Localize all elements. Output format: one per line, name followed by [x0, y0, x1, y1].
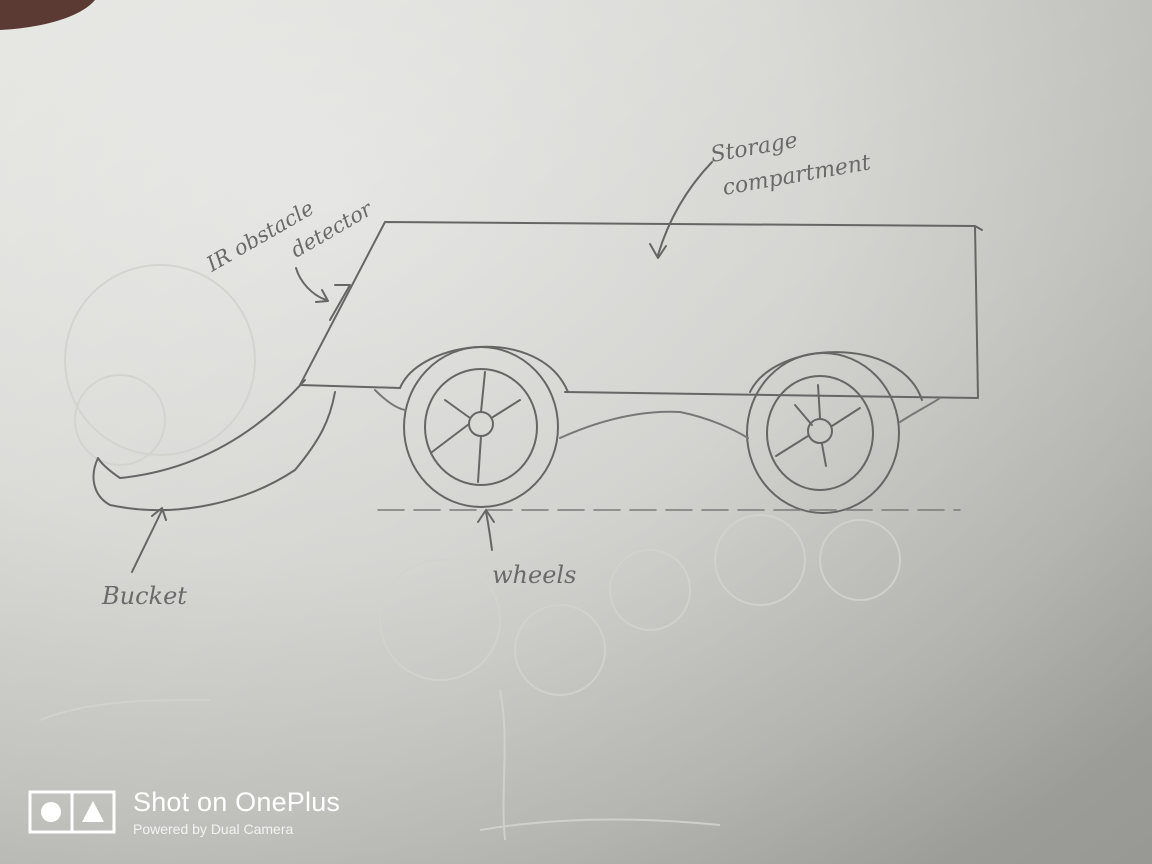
watermark-subtitle: Powered by Dual Camera: [133, 821, 294, 837]
wheel-front: [746, 352, 900, 514]
corner-object: [0, 0, 95, 30]
ir-detector-box: [329, 284, 351, 321]
wheels-arrow: [477, 509, 495, 551]
dual-camera-logo-icon: [28, 790, 116, 834]
wheel-rear: [403, 346, 559, 508]
storage-compartment: [299, 221, 979, 399]
label-bucket: Bucket: [101, 582, 187, 610]
storage-arrow: [649, 161, 713, 259]
bucket-arrow: [131, 507, 167, 573]
label-wheels: wheels: [492, 561, 576, 589]
vehicle-sketch: [92, 161, 983, 573]
ghost-marks: [39, 264, 901, 841]
bucket: [92, 379, 336, 512]
ir-arrow: [295, 267, 329, 303]
watermark-title: Shot on OnePlus: [133, 787, 341, 817]
